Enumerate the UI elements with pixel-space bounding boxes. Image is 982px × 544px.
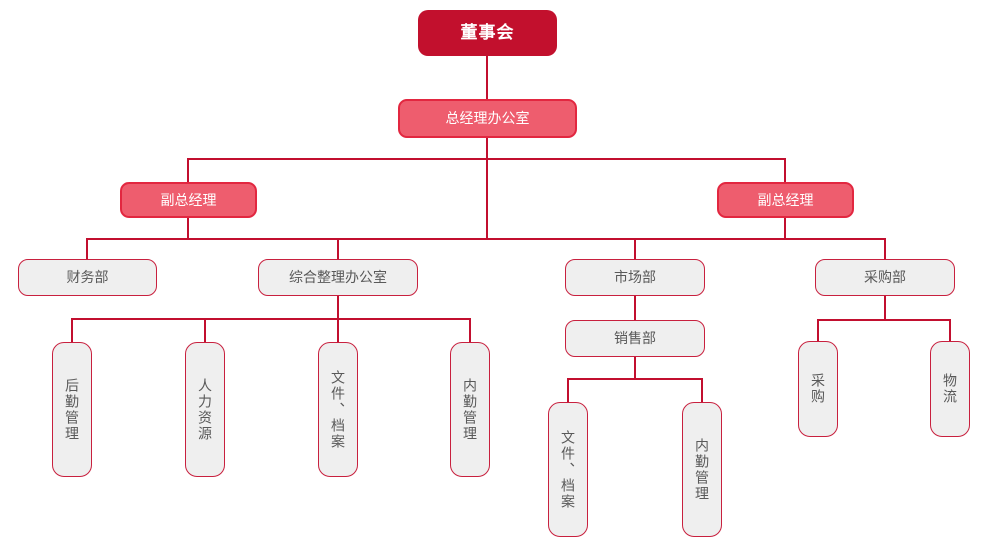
node-deputy-left[interactable]: 副总经理 <box>120 182 257 218</box>
node-internal-mgmt-2-label: 内勤管理 <box>694 437 711 502</box>
connector-line <box>337 318 339 342</box>
connector-line <box>701 378 703 402</box>
node-deputy-right-label: 副总经理 <box>757 191 814 208</box>
node-files-archives-2[interactable]: 文件、档案 <box>548 402 588 537</box>
connector-line <box>86 238 88 259</box>
node-general-office[interactable]: 综合整理办公室 <box>258 259 418 296</box>
connector-line <box>567 378 703 380</box>
node-internal-mgmt-2[interactable]: 内勤管理 <box>682 402 722 537</box>
node-procurement-dept[interactable]: 采购部 <box>815 259 955 296</box>
node-hr[interactable]: 人力资源 <box>185 342 225 477</box>
node-internal-mgmt-1-label: 内勤管理 <box>462 377 479 442</box>
node-market[interactable]: 市场部 <box>565 259 705 296</box>
connector-line <box>784 218 786 238</box>
node-general-office-label: 综合整理办公室 <box>289 269 387 286</box>
connector-line <box>337 238 339 259</box>
node-market-label: 市场部 <box>614 269 656 286</box>
node-logistics-mgmt[interactable]: 后勤管理 <box>52 342 92 477</box>
node-procurement[interactable]: 采购 <box>798 341 838 437</box>
connector-line <box>884 296 886 319</box>
node-sales-label: 销售部 <box>614 330 656 347</box>
connector-line <box>187 218 189 238</box>
node-hr-label: 人力资源 <box>197 377 214 442</box>
node-finance-label: 财务部 <box>66 269 109 286</box>
node-logistics[interactable]: 物流 <box>930 341 970 437</box>
connector-line <box>949 319 951 341</box>
connector-line <box>634 296 636 320</box>
connector-line <box>187 158 189 182</box>
node-board[interactable]: 董事会 <box>418 10 557 56</box>
node-deputy-left-label: 副总经理 <box>160 191 217 208</box>
node-sales[interactable]: 销售部 <box>565 320 705 357</box>
node-finance[interactable]: 财务部 <box>18 259 157 296</box>
connector-line <box>634 238 636 259</box>
connector-line <box>486 56 488 99</box>
connector-line <box>817 319 951 321</box>
connector-line <box>634 356 636 378</box>
connector-line <box>784 158 786 182</box>
connector-line <box>469 318 471 342</box>
connector-line <box>486 138 488 238</box>
node-procurement-dept-label: 采购部 <box>864 269 906 286</box>
node-logistics-label: 物流 <box>942 373 959 405</box>
connector-line <box>337 296 339 318</box>
node-procurement-label: 采购 <box>810 373 827 405</box>
node-files-archives-1-label: 文件、档案 <box>330 369 347 450</box>
connector-line <box>567 378 569 402</box>
node-gm-office[interactable]: 总经理办公室 <box>398 99 577 138</box>
node-internal-mgmt-1[interactable]: 内勤管理 <box>450 342 490 477</box>
connector-line <box>86 238 886 240</box>
node-board-label: 董事会 <box>460 23 515 43</box>
node-logistics-mgmt-label: 后勤管理 <box>64 377 81 442</box>
connector-line <box>817 319 819 341</box>
connector-line <box>204 318 206 342</box>
node-files-archives-2-label: 文件、档案 <box>560 429 577 510</box>
connector-line <box>884 238 886 259</box>
connector-line <box>187 158 786 160</box>
node-gm-office-label: 总经理办公室 <box>445 110 530 127</box>
node-files-archives-1[interactable]: 文件、档案 <box>318 342 358 477</box>
connector-line <box>71 318 73 342</box>
connector-line <box>71 318 471 320</box>
node-deputy-right[interactable]: 副总经理 <box>717 182 854 218</box>
